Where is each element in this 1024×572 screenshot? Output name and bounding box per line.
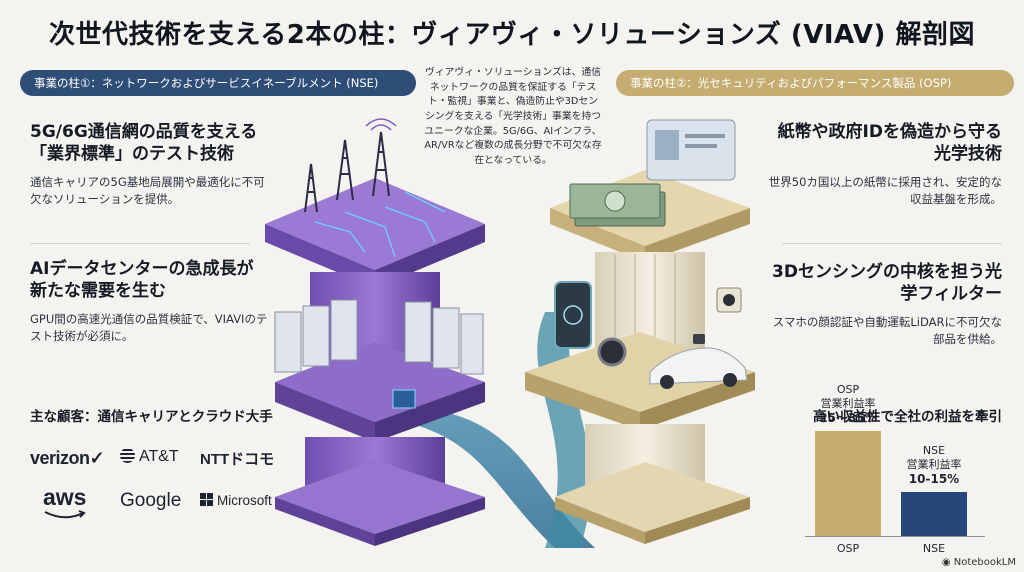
aws-logo: aws: [43, 484, 87, 519]
osp-security-text: 世界50カ国以上の紙幣に採用され、安定的な収益基盤を形成。: [768, 174, 1002, 207]
chart-axis: [805, 536, 985, 537]
bar-label-line: OSP: [836, 383, 860, 396]
nse-pill: 事業の柱①：ネットワークおよびサービスイネーブルメント (NSE): [20, 70, 416, 96]
notebook-icon: ◉: [941, 557, 951, 568]
bar-label-line: 10-15%: [908, 471, 960, 486]
aws-logo-text: aws: [43, 484, 87, 510]
nse-5g-text: 通信キャリアの5G基地局展開や最適化に不可欠なソリューションを提供。: [30, 174, 265, 207]
page-title: 次世代技術を支える2本の柱：ヴィアヴィ・ソリューションズ (VIAV) 解剖図: [49, 20, 975, 50]
att-logo-text: AT&T: [139, 448, 179, 465]
osp-security-heading: 紙幣や政府IDを偽造から守る光学技術: [777, 122, 1002, 164]
bar-label-line: 営業利益率: [906, 458, 962, 471]
pillars-illustration: [265, 118, 755, 548]
brand-text: NotebookLM: [953, 557, 1016, 568]
att-logo: AT&T: [120, 448, 179, 466]
nse-5g-heading: 5G/6G通信網の品質を支える「業界標準」のテスト技術: [30, 122, 258, 164]
bar-label-line: NSE: [922, 444, 946, 458]
microsoft-logo: Microsoft: [200, 493, 272, 508]
center-description: ヴィアヴィ・ソリューションズは、通信ネットワークの品質を保証する「テスト・監視」…: [424, 67, 602, 167]
category-osp: OSP: [836, 542, 860, 555]
nse-ai-heading: AIデータセンターの急成長が新たな需要を生む: [30, 259, 254, 301]
osp-3d-heading: 3Dセンシングの中核を担う光学フィルター: [772, 262, 1002, 304]
category-nse: NSE: [922, 542, 946, 555]
globe-icon: [120, 448, 135, 463]
bar-label-line: 営業利益率: [820, 396, 876, 410]
notebooklm-brand: ◉ NotebookLM: [942, 557, 1016, 568]
ntt-docomo-logo: NTTドコモ: [200, 451, 275, 468]
osp-3d-text: スマホの顔認証や自動運転LiDARに不可欠な部品を供給。: [772, 314, 1002, 347]
bar-osp: [815, 431, 881, 536]
nse-block-5g: 5G/6G通信網の品質を支える「業界標準」のテスト技術 通信キャリアの5G基地局…: [30, 122, 270, 209]
osp-pillar: [525, 119, 755, 544]
osp-block-security: 紙幣や政府IDを偽造から守る光学技術 世界50カ国以上の紙幣に採用され、安定的な…: [762, 122, 1002, 209]
osp-block-3d: 3Dセンシングの中核を担う光学フィルター スマホの顔認証や自動運転LiDARに不…: [762, 262, 1002, 349]
nse-ai-text: GPU間の高速光通信の品質検証で、VIAVIのテスト技術が必須に。: [30, 311, 268, 344]
nse-pillar: [265, 118, 485, 546]
bar-nse: [901, 492, 967, 536]
customers-title: 主な顧客：通信キャリアとクラウド大手: [30, 409, 273, 425]
windows-icon: [200, 493, 213, 506]
google-logo: Google: [120, 490, 182, 511]
divider: [782, 243, 1002, 244]
smile-arrow-icon: [44, 510, 86, 519]
divider: [30, 243, 250, 244]
microsoft-logo-text: Microsoft: [217, 493, 272, 508]
bar-label-line: 25〜35%: [819, 410, 877, 425]
data-stream: [405, 412, 595, 548]
verizon-logo: verizon✓: [30, 448, 105, 468]
chart-title: 高い収益性で全社の利益を牽引: [813, 409, 1002, 425]
nse-block-ai: AIデータセンターの急成長が新たな需要を生む GPU間の高速光通信の品質検証で、…: [30, 259, 270, 346]
osp-pill: 事業の柱②：光セキュリティおよびパフォーマンス製品 (OSP): [616, 70, 1014, 96]
